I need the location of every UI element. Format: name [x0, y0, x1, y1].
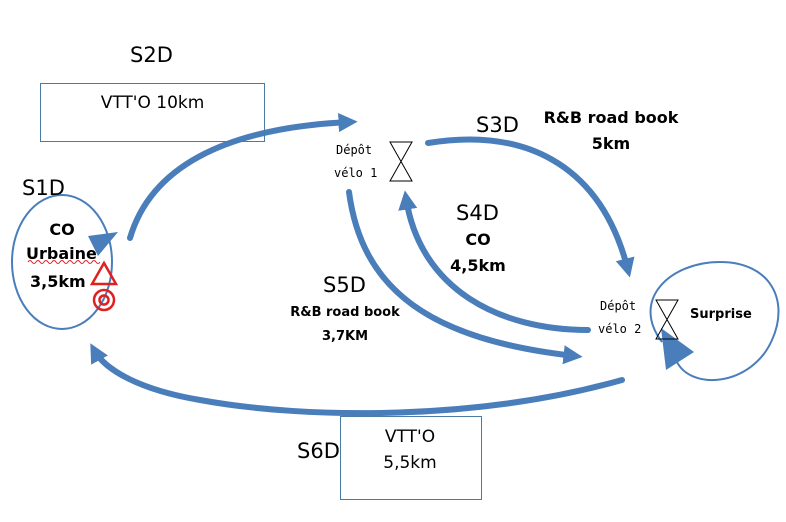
s5-line2: 3,7KM	[321, 329, 369, 344]
hourglass-icon	[389, 141, 413, 182]
depot1-line2: vélo 1	[334, 166, 378, 180]
s3-line2: 5km	[591, 134, 631, 153]
s2-line1: VTT'O 10km	[100, 93, 205, 113]
s6-box	[340, 416, 482, 500]
s6-line2: 5,5km	[383, 453, 437, 473]
s6-line1: VTT'O	[384, 427, 436, 447]
surprise-label: Surprise	[690, 307, 752, 322]
s3-line1: R&B road book	[543, 108, 679, 127]
stage-label-s5d: S5D	[323, 273, 366, 297]
depot2-line1: Dépôt	[600, 299, 637, 313]
s1-line3: 3,5km	[30, 272, 86, 291]
s1-line2: Urbaine	[26, 244, 97, 263]
s1-loop	[11, 194, 113, 330]
hourglass-icon	[655, 299, 679, 340]
arrow-s2d	[127, 112, 358, 241]
surprise-loop	[649, 260, 780, 381]
stage-label-s6d: S6D	[297, 439, 340, 463]
depot1-line1: Dépôt	[336, 143, 373, 157]
s1-line1: CO	[49, 220, 75, 239]
bullseye-marker-icon	[92, 288, 116, 312]
stage-label-s4d: S4D	[456, 201, 499, 225]
s4-line1: CO	[465, 230, 491, 249]
arrow-s6d	[90, 343, 625, 417]
s4-line2: 4,5km	[450, 256, 506, 275]
arrow-s3d	[425, 136, 635, 278]
arrow-s5d	[346, 189, 583, 365]
spell-underline	[27, 260, 101, 264]
s2-box	[40, 83, 265, 142]
triangle-marker-icon	[89, 260, 119, 286]
s5-line1: R&B road book	[290, 305, 400, 320]
stage-label-s2d: S2D	[130, 43, 173, 67]
depot2-line2: vélo 2	[598, 322, 642, 336]
stage-label-s1d: S1D	[22, 176, 65, 200]
stage-label-s3d: S3D	[476, 113, 519, 137]
s1-loop-arrowhead	[88, 232, 118, 256]
arrow-s4d	[398, 190, 591, 333]
